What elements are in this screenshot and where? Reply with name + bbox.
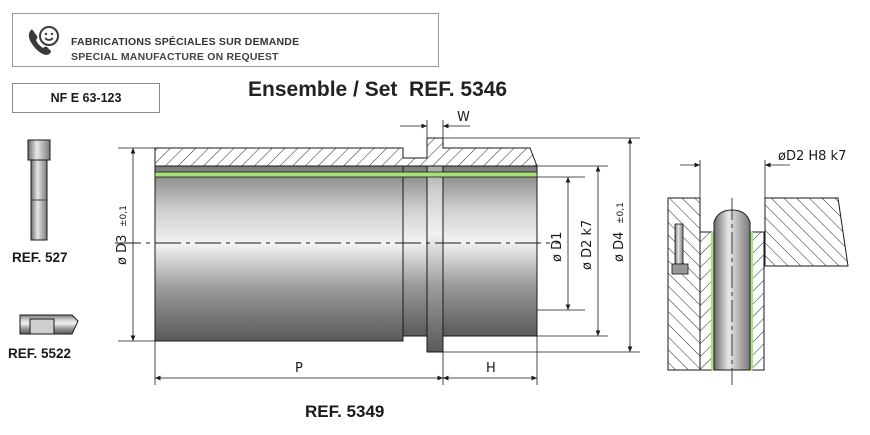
dim-h-label: H: [486, 361, 496, 376]
phone-smile-icon: [28, 26, 59, 55]
dimension-w: [400, 120, 470, 138]
banner-line-fr: FABRICATIONS SPÉCIALES SUR DEMANDE: [71, 36, 300, 48]
dim-d3-tolerance: ±0,1: [119, 205, 129, 227]
ref-screw-label: REF. 527: [12, 250, 68, 265]
dim-d4-tolerance: ±0,1: [616, 202, 626, 224]
dim-d4-label: ø D4: [612, 232, 627, 262]
dimension-d1-d2-d4: [443, 137, 640, 353]
dim-d2-label: ø D2 k7: [580, 220, 595, 270]
special-manufacture-banner: FABRICATIONS SPÉCIALES SUR DEMANDE SPECI…: [12, 13, 439, 67]
dim-bore-fit-label: øD2 H8 k7: [778, 149, 846, 164]
page-title: Ensemble / Set REF. 5346: [248, 78, 508, 101]
ref-bushing-label: REF. 5349: [305, 402, 385, 421]
dim-w-label: W: [457, 110, 470, 125]
ref-washer-label: REF. 5522: [8, 346, 72, 361]
dim-d1-label: ø D1: [550, 232, 565, 262]
norm-label: NF E 63-123: [12, 83, 160, 113]
bushing-part: [115, 137, 560, 353]
dim-p-label: P: [295, 361, 303, 376]
assembly-section-view: [667, 160, 849, 385]
dimension-d3: [118, 147, 155, 342]
dimension-p-h: [154, 336, 538, 385]
washer-part: [19, 314, 79, 335]
banner-line-en: SPECIAL MANUFACTURE ON REQUEST: [71, 51, 279, 63]
dim-d3-label: ø D3: [115, 235, 130, 265]
screw-part: [27, 139, 51, 241]
